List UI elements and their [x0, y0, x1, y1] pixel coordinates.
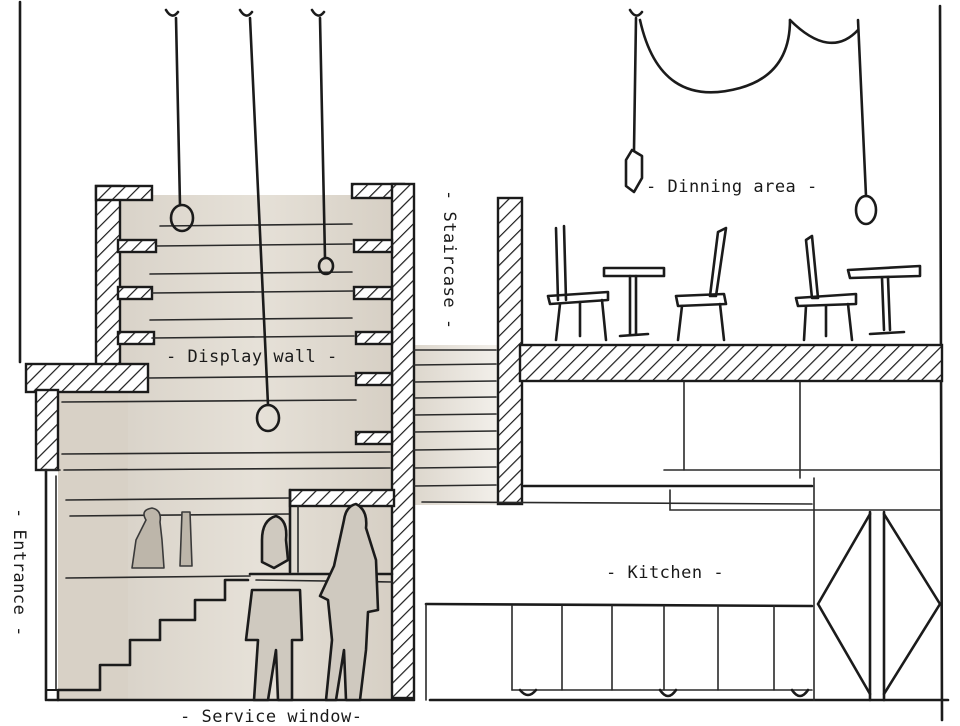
label-staircase: - Staircase - — [439, 190, 459, 330]
pendant-lamps-display — [164, 8, 335, 433]
entrance-door — [41, 468, 61, 702]
people-figures — [131, 502, 380, 702]
label-display-wall: - Display wall - — [166, 347, 338, 367]
label-kitchen: - Kitchen - — [606, 563, 724, 583]
display-shelves — [61, 223, 391, 579]
hatched-walls — [24, 182, 944, 700]
label-entrance: - Entrance - — [9, 508, 29, 637]
dining-furniture — [546, 224, 922, 342]
pendant-lamps-dining — [624, 8, 878, 226]
display-stairs — [56, 578, 250, 702]
label-service-window: - Service window- — [180, 707, 363, 726]
staircase-treads — [413, 349, 497, 487]
kitchen-structure — [421, 381, 942, 702]
labels: - Display wall - - Dinning area - - Kitc… — [9, 177, 818, 726]
label-dining-area: - Dinning area - — [646, 177, 818, 197]
